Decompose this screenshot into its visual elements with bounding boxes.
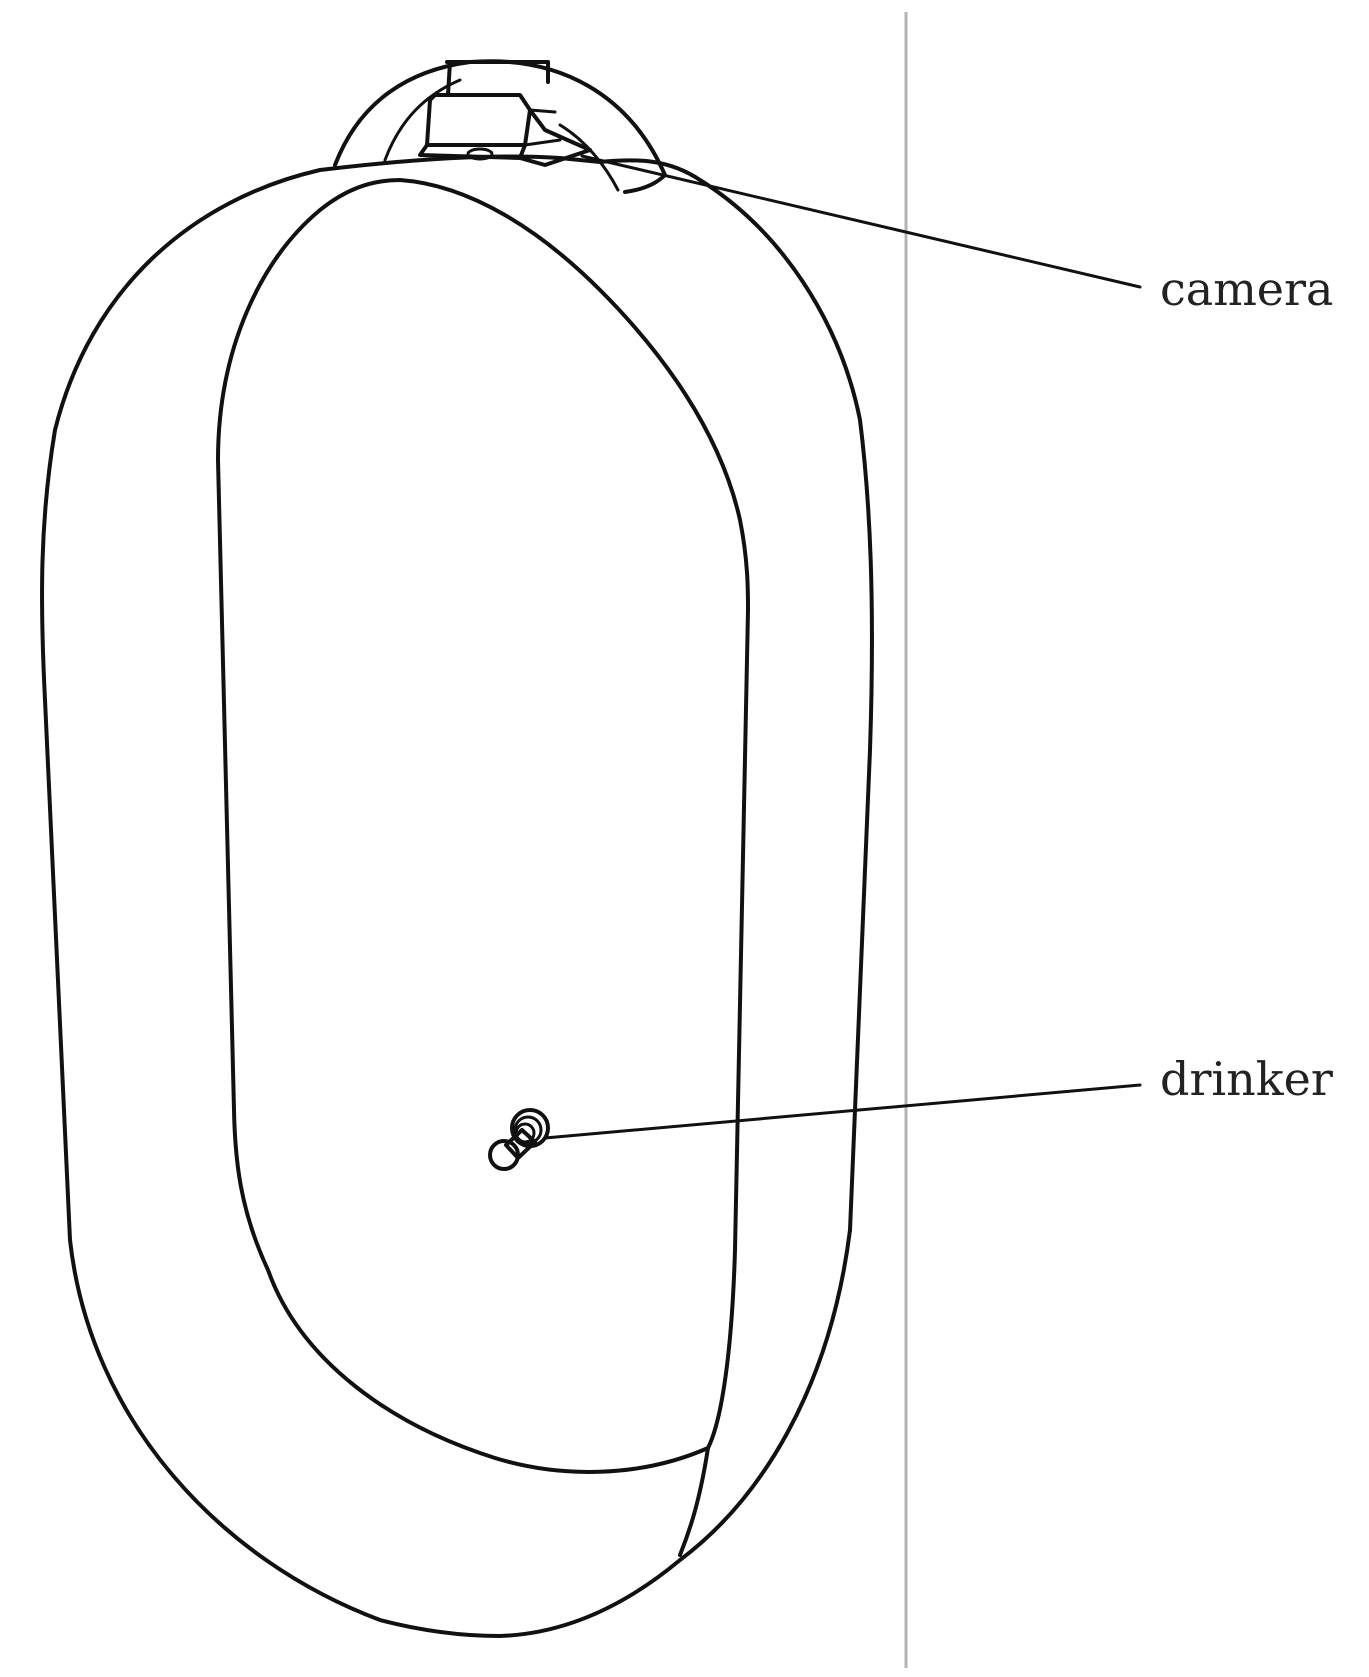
camera-leader-line <box>580 154 1142 289</box>
inner-outer-join <box>678 1446 710 1557</box>
camera-icon <box>418 60 592 167</box>
inner-oval-outline <box>216 178 750 1474</box>
drinker-label: drinker <box>1160 1052 1333 1106</box>
drinker-icon <box>488 1108 550 1171</box>
camera-mount-arch <box>333 59 667 194</box>
outer-cage-outline <box>40 154 874 1638</box>
drinker-leader-line <box>543 1083 1142 1140</box>
camera-label: camera <box>1160 262 1333 316</box>
